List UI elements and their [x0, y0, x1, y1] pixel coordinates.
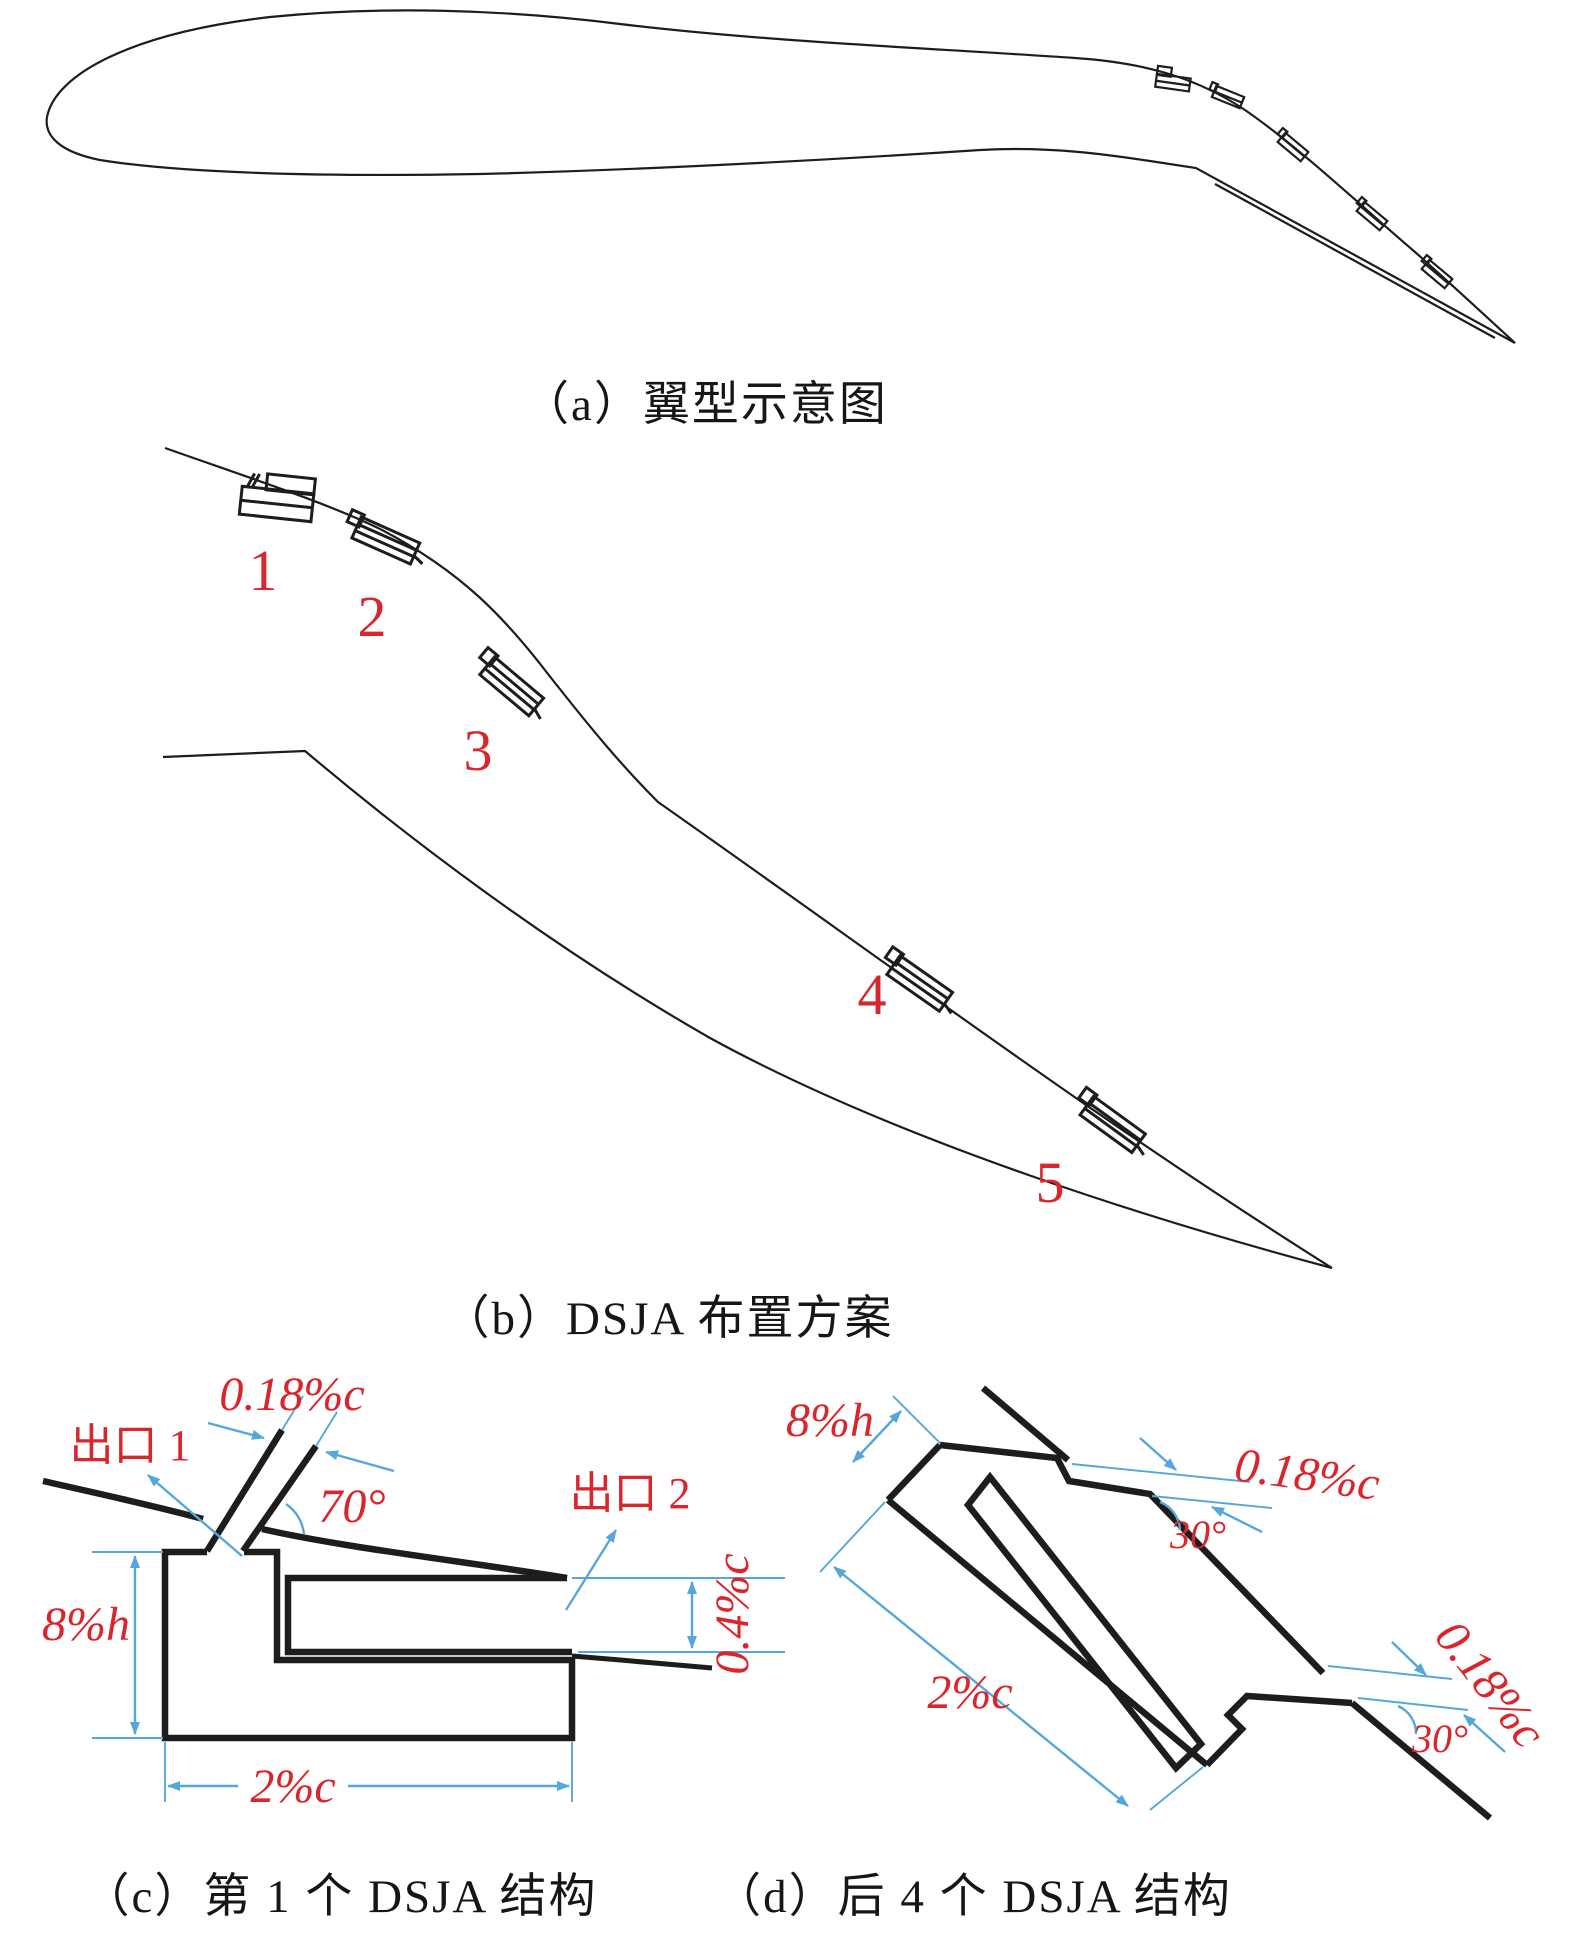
marker-1: 1: [249, 538, 278, 603]
d-surface-lower-aft: [1349, 1700, 1493, 1821]
c-slot-right-wall: [240, 1444, 319, 1553]
actuator-1-shape: [237, 472, 318, 524]
c-dim-04pc: 0.4%c: [572, 1553, 785, 1675]
d-dim-2pc: 2%c: [833, 1566, 1204, 1811]
c-label-outlet2: 出口 2: [570, 1469, 691, 1518]
d-body-left-edge: [885, 1497, 1210, 1768]
c-label-outlet1: 出口 1: [70, 1421, 191, 1470]
c-dim-slot-width: 0.18%c: [207, 1368, 395, 1473]
actuator-3-shape: [477, 645, 546, 720]
d-body-bottom-notch-and-slot2: [1204, 1692, 1353, 1768]
d-label-upper-30deg: 30°: [1169, 1512, 1226, 1557]
panel-b-dsja-layout: 1 2 3 4 5 （b）DSJA 布置方案: [162, 446, 1333, 1345]
te-upper-surface-curve: [164, 446, 1333, 1269]
c-slot-left-wall: [204, 1428, 285, 1553]
c-dim-70deg: 70°: [285, 1480, 386, 1535]
airfoil-trailing-edge-inner-line: [1214, 183, 1496, 339]
airfoil-lower-surface: [45, 116, 1516, 344]
panel-c-first-dsja: 8%h 0.18%c 70° 出口 1 出口 2 0.4%c: [42, 1368, 785, 1923]
mini-actuator-icon-5: [1420, 253, 1454, 290]
c-label-70deg: 70°: [318, 1480, 385, 1533]
d-label-2pc: 2%c: [927, 1666, 1012, 1719]
marker-2: 2: [358, 584, 387, 649]
c-label-slot-width: 0.18%c: [219, 1368, 364, 1421]
d-surface-upper: [980, 1385, 1071, 1463]
c-outlet2-channel: [284, 1574, 572, 1656]
d-label-8ph: 8%h: [786, 1394, 874, 1447]
actuator-5-shape: [1076, 1085, 1148, 1156]
marker-3: 3: [464, 718, 493, 783]
marker-5: 5: [1036, 1150, 1065, 1215]
airfoil-upper-surface: [45, 9, 1516, 344]
mini-actuator-icon-4: [1355, 195, 1389, 232]
c-dim-8ph: 8%h: [42, 1551, 163, 1739]
d-body-top-and-right-edge: [939, 1441, 1326, 1676]
panel-d-caption: （d）后 4 个 DSJA 结构: [714, 1871, 1232, 1923]
marker-4: 4: [858, 962, 887, 1027]
panel-d-aft-dsja: 8%h 0.18%c 30° 2%c 0.18%c 30° （d）后 4 个 D…: [714, 1385, 1556, 1923]
c-surface-right: [261, 1525, 568, 1582]
panel-c-caption: （c）第 1 个 DSJA 结构: [82, 1871, 597, 1923]
d-dim-upper-slot: 0.18%c 30°: [1071, 1437, 1383, 1557]
d-dim-lower-slot: 0.18%c 30°: [1327, 1611, 1556, 1761]
actuator-2-shape: [345, 507, 424, 566]
c-label-04pc: 0.4%c: [706, 1553, 759, 1674]
te-lower-surface-curve: [162, 749, 1333, 1270]
d-label-lower-30deg: 30°: [1411, 1716, 1468, 1761]
panel-b-caption: （b）DSJA 布置方案: [443, 1293, 894, 1345]
c-outlet2-callout: 出口 2: [564, 1469, 691, 1611]
c-label-8ph: 8%h: [42, 1598, 130, 1651]
c-label-2pc: 2%c: [250, 1760, 335, 1813]
panel-a-caption: （a）翼型示意图: [522, 379, 888, 431]
c-lower-lip: [571, 1653, 713, 1671]
d-dim-8ph: 8%h: [786, 1394, 941, 1573]
mini-actuator-icon-2: [1208, 80, 1246, 110]
c-outlet1-callout: 出口 1: [70, 1421, 243, 1557]
d-body-top-face: [885, 1442, 943, 1503]
mini-actuator-icon-3: [1276, 126, 1310, 163]
c-cavity-box-outline: [161, 1548, 576, 1742]
actuator-4-shape: [883, 944, 955, 1015]
panel-a-airfoil-schematic: （a）翼型示意图: [45, 9, 1516, 431]
c-surface-left: [42, 1477, 204, 1523]
mini-actuator-icon-1: [1153, 64, 1192, 93]
d-label-upper-slot-width: 0.18%c: [1232, 1438, 1383, 1511]
d-inner-cavity: [963, 1471, 1206, 1773]
c-dim-2pc: 2%c: [164, 1742, 573, 1813]
